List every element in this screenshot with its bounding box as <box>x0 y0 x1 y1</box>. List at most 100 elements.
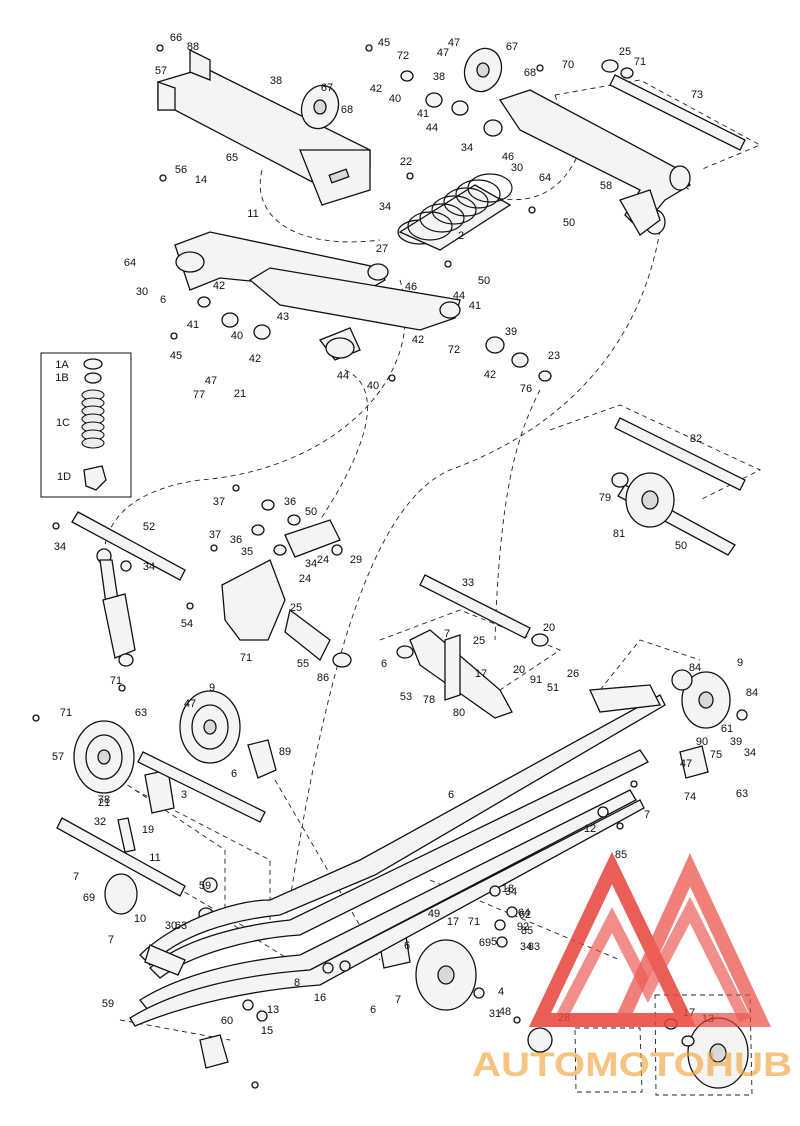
part-callout-45: 45 <box>170 350 182 362</box>
part-callout-32: 32 <box>94 816 106 828</box>
part-callout-34: 34 <box>461 142 473 154</box>
part-callout-25: 25 <box>290 602 302 614</box>
part-callout-41: 41 <box>417 108 429 120</box>
part-callout-16: 16 <box>314 992 326 1004</box>
part-callout-47: 47 <box>437 47 449 59</box>
part-callout-23: 23 <box>548 350 560 362</box>
part-callout-47: 47 <box>680 758 692 770</box>
part-callout-44: 44 <box>426 122 438 134</box>
part-callout-12: 12 <box>584 823 596 835</box>
part-callout-75: 75 <box>710 749 722 761</box>
part-callout-11: 11 <box>247 208 258 220</box>
part-callout-41: 41 <box>187 319 199 331</box>
part-callout-6: 6 <box>381 658 387 670</box>
part-callout-37: 37 <box>213 496 225 508</box>
fasteners <box>32 44 748 1089</box>
part-callout-88: 88 <box>187 41 199 53</box>
part-callout-50: 50 <box>563 217 575 229</box>
part-callout-81: 81 <box>613 528 625 540</box>
part-callout-25: 25 <box>619 46 631 58</box>
rear-axles <box>611 417 746 556</box>
part-callout-71: 71 <box>110 675 122 687</box>
part-callout-42: 42 <box>249 353 261 365</box>
part-callout-6: 6 <box>160 294 166 306</box>
part-callout-83: 83 <box>528 941 540 953</box>
shock-parts-inset <box>40 352 132 498</box>
part-callout-63: 63 <box>736 788 748 800</box>
part-callout-60: 60 <box>221 1015 233 1027</box>
part-callout-24: 24 <box>299 573 311 585</box>
part-callout-64: 64 <box>518 907 530 919</box>
part-callout-76: 76 <box>520 383 532 395</box>
part-callout-82: 82 <box>690 433 702 445</box>
part-callout-34: 34 <box>54 541 66 553</box>
top-idler-wheels <box>300 47 503 130</box>
part-callout-71: 71 <box>240 652 252 664</box>
part-callout-14: 14 <box>195 174 207 186</box>
part-callout-25: 25 <box>473 635 485 647</box>
part-callout-64: 64 <box>124 257 136 269</box>
part-callout-50: 50 <box>305 506 317 518</box>
part-callout-35: 35 <box>241 546 253 558</box>
part-callout-2: 2 <box>458 230 464 242</box>
part-callout-42: 42 <box>484 369 496 381</box>
part-callout-21: 21 <box>234 388 246 400</box>
part-callout-31: 31 <box>489 1008 501 1020</box>
part-callout-78: 78 <box>423 694 435 706</box>
part-callout-46: 46 <box>502 151 514 163</box>
part-callout-4: 4 <box>498 986 504 998</box>
part-callout-46: 46 <box>405 281 417 293</box>
part-callout-68: 68 <box>524 67 536 79</box>
part-callout-49: 49 <box>428 908 440 920</box>
part-callout-73: 73 <box>691 89 703 101</box>
part-callout-33: 33 <box>462 577 474 589</box>
part-callout-74: 74 <box>684 791 696 803</box>
part-callout-89: 89 <box>279 746 291 758</box>
part-callout-39: 39 <box>730 736 742 748</box>
rear-arm <box>498 89 691 236</box>
part-callout-24: 24 <box>317 554 329 566</box>
part-callout-29: 29 <box>350 554 362 566</box>
part-callout-63: 63 <box>135 707 147 719</box>
part-callout-34: 34 <box>505 886 517 898</box>
part-callout-34: 34 <box>744 747 756 759</box>
part-callout-61: 61 <box>721 723 733 735</box>
part-callout-57: 57 <box>52 751 64 763</box>
part-callout-57: 57 <box>155 65 167 77</box>
part-callout-13: 13 <box>267 1004 279 1016</box>
part-callout-38: 38 <box>270 75 282 87</box>
part-callout-47: 47 <box>205 375 217 387</box>
center-frame <box>174 231 461 361</box>
slide-rails <box>129 684 666 1027</box>
part-callout-5: 5 <box>491 936 497 948</box>
inset-label-1d: 1D <box>57 471 71 483</box>
part-callout-3: 3 <box>181 789 187 801</box>
part-callout-17: 17 <box>475 668 487 680</box>
part-callout-40: 40 <box>231 330 243 342</box>
cross-shafts-middle <box>71 511 549 647</box>
part-callout-40: 40 <box>389 93 401 105</box>
part-callout-9: 9 <box>209 682 215 694</box>
part-callout-72: 72 <box>397 50 409 62</box>
part-callout-36: 36 <box>230 534 242 546</box>
part-callout-7: 7 <box>108 934 114 946</box>
part-callout-67: 67 <box>321 82 333 94</box>
part-callout-39: 39 <box>505 326 517 338</box>
watermark-logo: AUTOMOTOHUB <box>472 851 792 1084</box>
part-callout-19: 19 <box>142 824 154 836</box>
idler-bracket <box>396 629 513 719</box>
part-callout-71: 71 <box>634 56 646 68</box>
part-callout-90: 90 <box>696 736 708 748</box>
part-callout-18: 18 <box>502 883 514 895</box>
part-callout-45: 45 <box>378 37 390 49</box>
part-callout-43: 43 <box>277 311 289 323</box>
part-callout-84: 84 <box>746 687 758 699</box>
part-callout-21: 21 <box>98 797 110 809</box>
part-callout-71: 71 <box>60 707 72 719</box>
part-callout-8: 8 <box>294 977 300 989</box>
part-callout-22: 22 <box>400 156 412 168</box>
part-callout-59: 59 <box>199 880 211 892</box>
part-callout-30: 30 <box>136 286 148 298</box>
